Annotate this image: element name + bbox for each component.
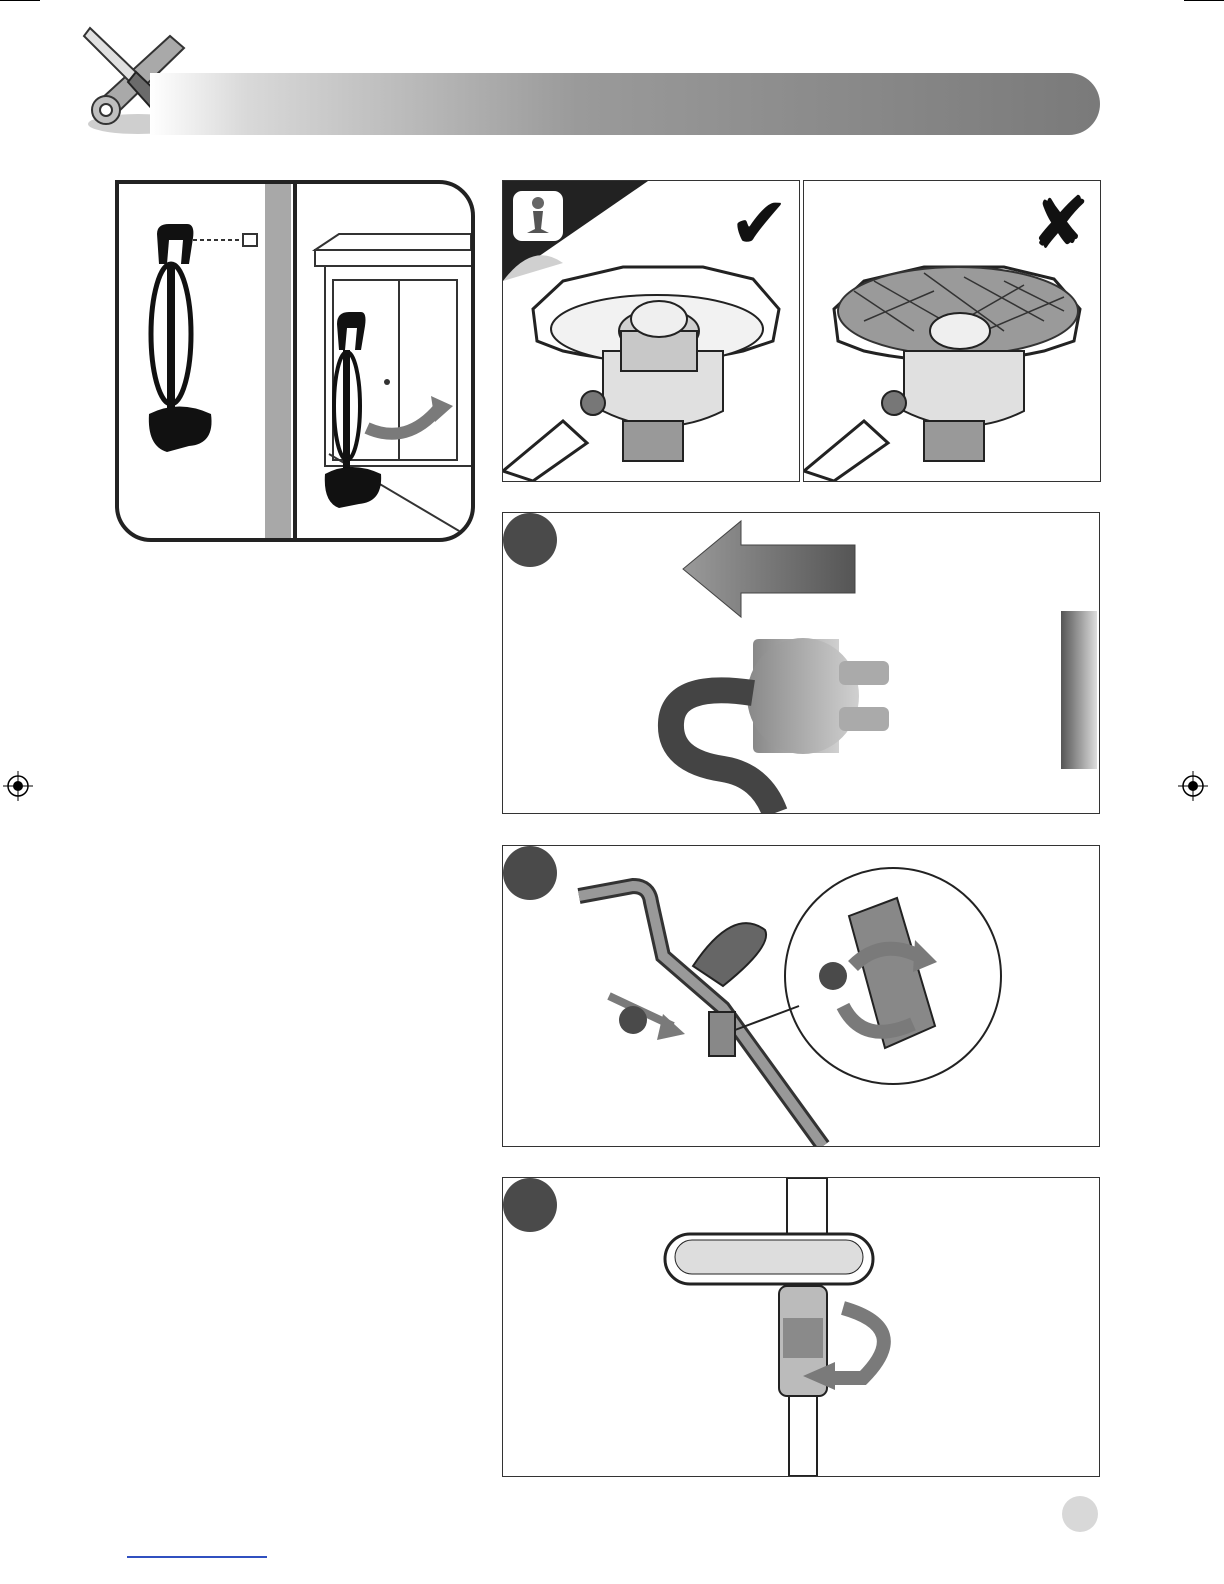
spool-cover-wrong-panel: ✘ bbox=[803, 180, 1101, 482]
crop-mark bbox=[1184, 0, 1224, 1]
wall-hook-icon bbox=[149, 224, 257, 452]
registration-mark-icon bbox=[1178, 771, 1208, 801]
info-icon bbox=[511, 189, 565, 243]
crop-mark bbox=[0, 0, 40, 1]
page-number-badge bbox=[1062, 1496, 1098, 1532]
step-rotate-collar-panel bbox=[502, 1177, 1100, 1477]
registration-mark-icon bbox=[3, 771, 33, 801]
step-number-badge bbox=[503, 513, 557, 567]
unplug-illustration bbox=[503, 513, 1099, 813]
step-number-badge bbox=[503, 1178, 557, 1232]
handle-release-illustration bbox=[503, 846, 1099, 1146]
wrong-cross-mark: ✘ bbox=[1030, 183, 1090, 263]
step-unplug-panel bbox=[502, 512, 1100, 814]
correct-checkmark: ✔ bbox=[729, 183, 789, 263]
storage-panel bbox=[115, 180, 475, 542]
collar-rotate-illustration bbox=[503, 1178, 1099, 1476]
section-header-bar bbox=[150, 73, 1100, 135]
storage-illustration bbox=[119, 184, 471, 538]
cabinet-icon bbox=[315, 234, 471, 538]
step-rotate-handle-panel bbox=[502, 845, 1100, 1147]
footer-link-underline bbox=[127, 1556, 267, 1558]
step-number-badge bbox=[503, 846, 557, 900]
spool-cover-correct-panel: ✔ bbox=[502, 180, 800, 482]
